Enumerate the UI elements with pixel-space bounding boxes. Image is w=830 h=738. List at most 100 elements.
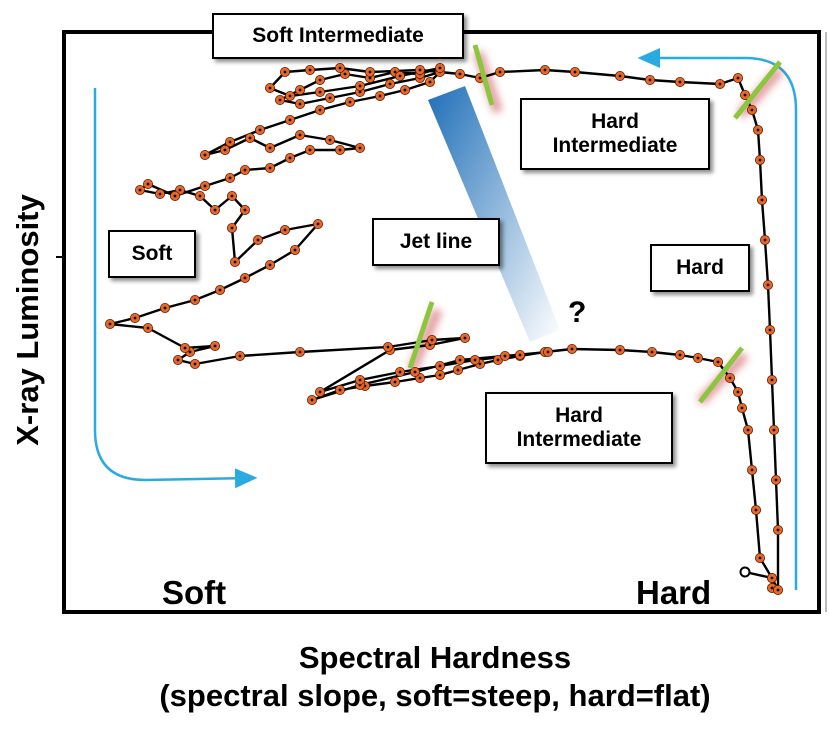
track-point-center [328, 138, 332, 142]
track-point-center [193, 298, 197, 302]
track-point-center [418, 68, 422, 72]
track-point-center [772, 428, 776, 432]
hard-intermediate-top-box: Hard Intermediate [520, 98, 710, 170]
track-point-center [456, 368, 460, 372]
track-point-center [438, 66, 442, 70]
track-point-center [736, 76, 740, 80]
track-point-center [770, 586, 774, 590]
track-point-center [238, 354, 242, 358]
track-point-center [243, 276, 247, 280]
jet-marker-bottom-left [407, 301, 435, 369]
track-point-center [328, 96, 332, 100]
track-point-center [223, 148, 227, 152]
track-point-center [163, 306, 167, 310]
track-point-center [570, 347, 574, 351]
track-point-center [213, 208, 217, 212]
track-point-center [358, 378, 362, 382]
track-point-center [418, 376, 422, 380]
track-point-center [298, 350, 302, 354]
track-point-center [293, 248, 297, 252]
track-point-center [228, 140, 232, 144]
jet-marker-top-left [472, 44, 495, 106]
track-point-center [478, 76, 482, 80]
track-point-center [283, 70, 287, 74]
track-point-center [776, 588, 780, 592]
track-point-center [228, 176, 232, 180]
track-point-center [458, 358, 462, 362]
x-axis-label: Spectral Hardness [298, 640, 572, 675]
track-point-center [256, 238, 260, 242]
soft-state-label: Soft [131, 242, 173, 265]
track-point-center [308, 148, 312, 152]
soft-box: Soft [108, 230, 196, 278]
track-point-center [248, 136, 252, 140]
hard-box: Hard [650, 244, 750, 292]
track-point-center [760, 198, 764, 202]
jet-line-label: Jet line [399, 230, 473, 253]
track-point-center [378, 94, 382, 98]
track-point-center [774, 478, 778, 482]
jet-line-band [428, 86, 560, 342]
track-point-center [728, 376, 732, 380]
track-point-center [146, 182, 150, 186]
track-point-center [403, 88, 407, 92]
track-point-center [716, 360, 720, 364]
track-point-center [770, 576, 774, 580]
track-point-center [343, 72, 347, 76]
track-point-center [233, 260, 237, 264]
track-point-center [503, 354, 507, 358]
track-point-center [310, 398, 314, 402]
track-point-center [298, 102, 302, 106]
track-point-center [618, 74, 622, 78]
track-point-center [108, 322, 112, 326]
track-point-center [188, 350, 192, 354]
track-point-center [473, 358, 477, 362]
track-point-center [650, 350, 654, 354]
track-point-center [283, 228, 287, 232]
track-point-center [268, 86, 272, 90]
track-point-center [278, 98, 282, 102]
track-point-center [740, 406, 744, 410]
track-point-center [138, 188, 142, 192]
track-point-center [316, 222, 320, 226]
track-point-center [298, 133, 302, 137]
track-point-center [243, 168, 247, 172]
track-point-center [198, 194, 202, 198]
track-point-center [193, 362, 197, 366]
soft-state-arrow [93, 88, 258, 489]
track-point-center [338, 388, 342, 392]
track-point-center [776, 528, 780, 532]
y-axis-label: X-ray Luminosity [10, 194, 45, 446]
track-point-center [133, 316, 137, 320]
track-point-center [438, 373, 442, 377]
track-point-center [463, 336, 467, 340]
track-point-center [498, 70, 502, 74]
track-point-center [298, 88, 302, 92]
track-point-center [368, 70, 372, 74]
track-point-center [718, 82, 722, 86]
track-point-center [758, 556, 762, 560]
track-point-center [318, 90, 322, 94]
track-point-center [318, 78, 322, 82]
track-point-center [230, 194, 234, 198]
track-point-center [770, 378, 774, 382]
track-point-center [678, 353, 682, 357]
track-point-center [158, 192, 162, 196]
track-point-center [338, 148, 342, 152]
track-point-center [348, 100, 352, 104]
track-point-center [146, 326, 150, 330]
track-point-center [756, 128, 760, 132]
track-point-center [386, 345, 390, 349]
track-point-center [203, 153, 207, 157]
track-point-center [288, 156, 292, 160]
question-mark: ? [568, 296, 587, 329]
track-point-center [288, 118, 292, 122]
hard-intermediate-top-line2: Intermediate [552, 134, 678, 157]
x-axis-sublabel: (spectral slope, soft=steep, hard=flat) [159, 678, 711, 713]
track-point-center [358, 146, 362, 150]
track-point-center [766, 283, 770, 287]
track-point-center [546, 350, 550, 354]
track-point-center [496, 358, 500, 362]
